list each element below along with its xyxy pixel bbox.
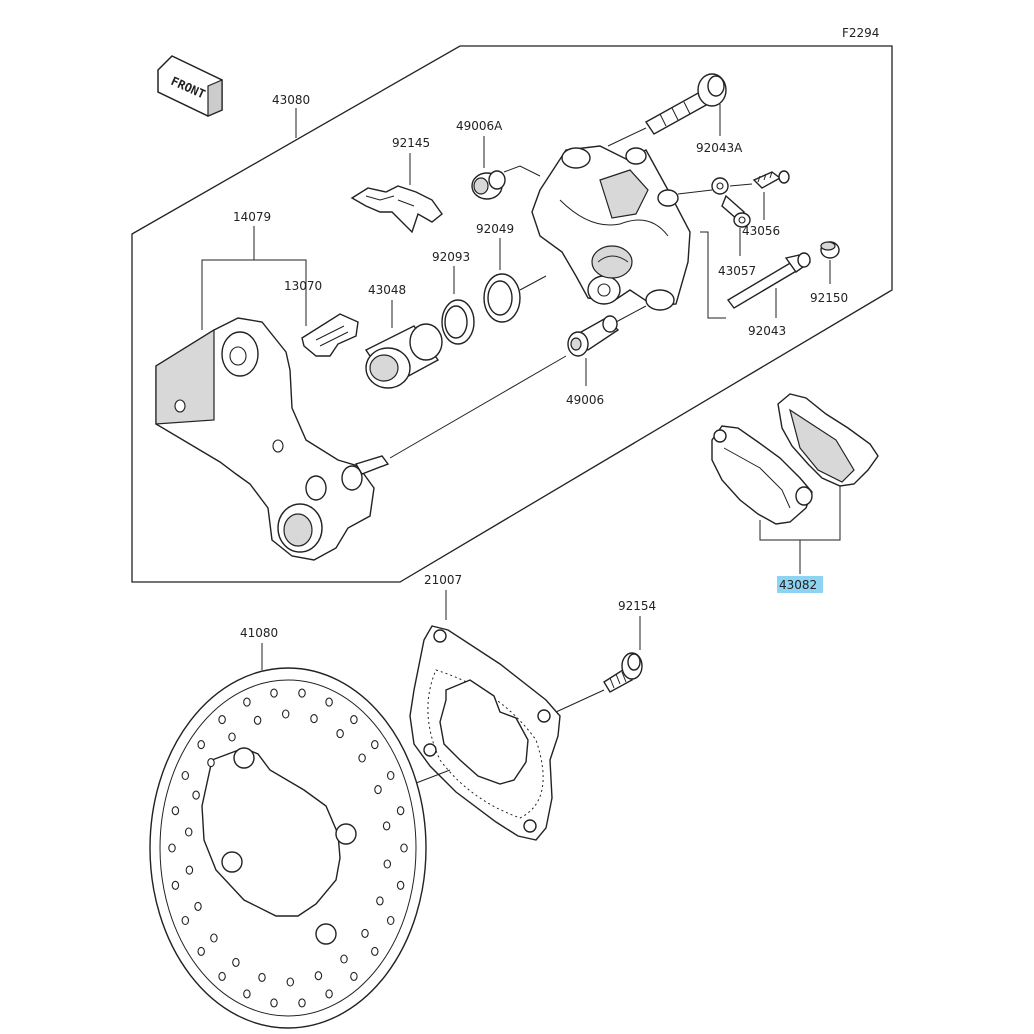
caliper-bracket-14079 bbox=[155, 317, 390, 561]
abs-sensor-rotor-21007 bbox=[409, 625, 561, 841]
label-43057[interactable]: 43057 bbox=[718, 264, 756, 278]
disc-hole bbox=[218, 971, 226, 981]
label-14079[interactable]: 14079 bbox=[233, 210, 271, 224]
label-92093[interactable]: 92093 bbox=[432, 250, 470, 264]
caliper-assembly-frame bbox=[131, 45, 893, 583]
pin-92043 bbox=[726, 252, 811, 309]
disc-hole bbox=[383, 859, 392, 869]
disc-hole bbox=[396, 806, 405, 816]
piston-43048 bbox=[364, 323, 443, 389]
disc-hole bbox=[228, 732, 236, 742]
disc-hole bbox=[192, 790, 200, 800]
label-41080[interactable]: 41080 bbox=[240, 626, 278, 640]
disc-hole bbox=[171, 806, 180, 816]
dust-seal-92093 bbox=[441, 299, 475, 345]
label-13070[interactable]: 13070 bbox=[284, 279, 322, 293]
disc-hole bbox=[181, 915, 190, 926]
disc-hole bbox=[168, 843, 176, 853]
figure-code: F2294 bbox=[842, 26, 879, 40]
disc-hole bbox=[386, 770, 395, 781]
label-92145[interactable]: 92145 bbox=[392, 136, 430, 150]
label-92150[interactable]: 92150 bbox=[810, 291, 848, 305]
bolt-92043A bbox=[644, 73, 727, 135]
disc-hole bbox=[336, 729, 344, 739]
disc-hole bbox=[350, 971, 358, 981]
disc-vent-holes bbox=[168, 688, 408, 1008]
label-43080[interactable]: 43080 bbox=[272, 93, 310, 107]
label-49006[interactable]: 49006 bbox=[566, 393, 604, 407]
disc-hole bbox=[218, 715, 226, 725]
disc-hole bbox=[281, 709, 290, 719]
disc-hole bbox=[207, 758, 215, 768]
cap-92150 bbox=[820, 241, 840, 259]
disc-hole bbox=[286, 977, 295, 987]
disc-hole bbox=[314, 971, 323, 981]
pad-clip-13070 bbox=[301, 313, 359, 357]
label-92049[interactable]: 92049 bbox=[476, 222, 514, 236]
brake-pad-set-43082 bbox=[711, 393, 879, 525]
label-43056[interactable]: 43056 bbox=[742, 224, 780, 238]
disc-hole bbox=[210, 933, 218, 943]
boot-49006A bbox=[471, 170, 506, 200]
brake-disc-41080 bbox=[149, 667, 427, 1029]
disc-hole bbox=[184, 827, 193, 837]
disc-hole bbox=[185, 865, 194, 875]
disc-hole bbox=[197, 740, 205, 750]
disc-hole bbox=[376, 896, 384, 906]
disc-hole bbox=[270, 998, 278, 1008]
label-92043A[interactable]: 92043A bbox=[696, 141, 743, 155]
pad-spring-92145 bbox=[350, 185, 443, 234]
disc-hole bbox=[382, 821, 391, 831]
disc-hole bbox=[386, 915, 395, 926]
disc-hole bbox=[298, 998, 306, 1008]
disc-hole bbox=[243, 989, 251, 999]
disc-hole bbox=[325, 989, 333, 999]
disc-hole bbox=[371, 946, 379, 956]
disc-hole bbox=[371, 740, 379, 750]
label-92043[interactable]: 92043 bbox=[748, 324, 786, 338]
disc-hole bbox=[243, 697, 251, 707]
label-43048[interactable]: 43048 bbox=[368, 283, 406, 297]
bleeder-cap-43057 bbox=[711, 177, 751, 228]
piston-seal-92049 bbox=[483, 273, 521, 323]
disc-hole bbox=[325, 697, 333, 707]
disc-hole bbox=[232, 957, 240, 967]
label-92154[interactable]: 92154 bbox=[618, 599, 656, 613]
disc-hole bbox=[400, 843, 408, 853]
disc-hole bbox=[171, 880, 180, 890]
bleeder-43056 bbox=[752, 170, 790, 189]
disc-hole bbox=[298, 688, 306, 698]
disc-hole bbox=[374, 785, 382, 795]
disc-hole bbox=[361, 928, 369, 938]
highlight-43082 bbox=[777, 576, 823, 593]
disc-hole bbox=[396, 880, 405, 890]
disc-hole bbox=[194, 901, 202, 911]
boot-49006 bbox=[567, 315, 620, 357]
disc-hole bbox=[197, 946, 205, 956]
disc-hole bbox=[270, 688, 278, 698]
disc-hole bbox=[340, 954, 348, 964]
disc-hole bbox=[310, 714, 318, 724]
label-21007[interactable]: 21007 bbox=[424, 573, 462, 587]
disc-hole bbox=[350, 715, 358, 725]
disc-hole bbox=[258, 972, 266, 982]
label-49006A[interactable]: 49006A bbox=[456, 119, 503, 133]
disc-hole bbox=[358, 753, 366, 763]
caliper-body bbox=[531, 145, 691, 311]
disc-hole bbox=[181, 770, 190, 781]
disc-bolt-92154 bbox=[603, 652, 643, 693]
disc-hole bbox=[253, 715, 262, 725]
label-43082[interactable]: 43082 bbox=[779, 578, 817, 592]
front-arrow-icon: FRONT bbox=[157, 55, 223, 117]
